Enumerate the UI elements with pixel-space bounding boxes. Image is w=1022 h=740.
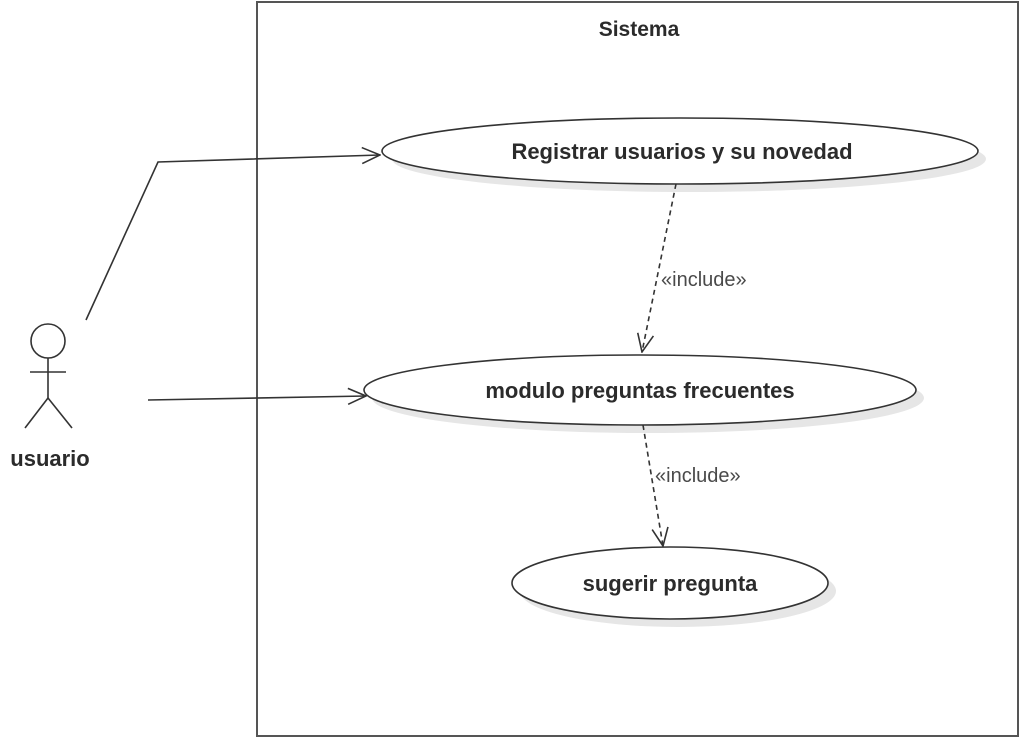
use-case-label: modulo preguntas frecuentes: [485, 378, 794, 403]
use-case-label: Registrar usuarios y su novedad: [511, 139, 852, 164]
include-stereotype-label: «include»: [655, 465, 741, 487]
include-relationship-2[interactable]: «include»: [642, 424, 741, 546]
actor-usuario[interactable]: usuario: [10, 323, 90, 471]
include-stereotype-label: «include»: [661, 269, 747, 291]
actor-name: usuario: [10, 446, 89, 471]
use-case-registrar-usuarios[interactable]: Registrar usuarios y su novedad: [381, 117, 986, 192]
system-title: Sistema: [599, 18, 680, 41]
association-faq-module[interactable]: [147, 396, 366, 400]
include-relationship-1[interactable]: «include»: [642, 183, 747, 352]
use-case-modulo-preguntas[interactable]: modulo preguntas frecuentes: [363, 354, 924, 433]
association-register[interactable]: [85, 155, 380, 321]
use-case-sugerir-pregunta[interactable]: sugerir pregunta: [511, 546, 836, 627]
actor-stick-figure-icon: [24, 323, 73, 429]
use-case-label: sugerir pregunta: [583, 571, 759, 596]
